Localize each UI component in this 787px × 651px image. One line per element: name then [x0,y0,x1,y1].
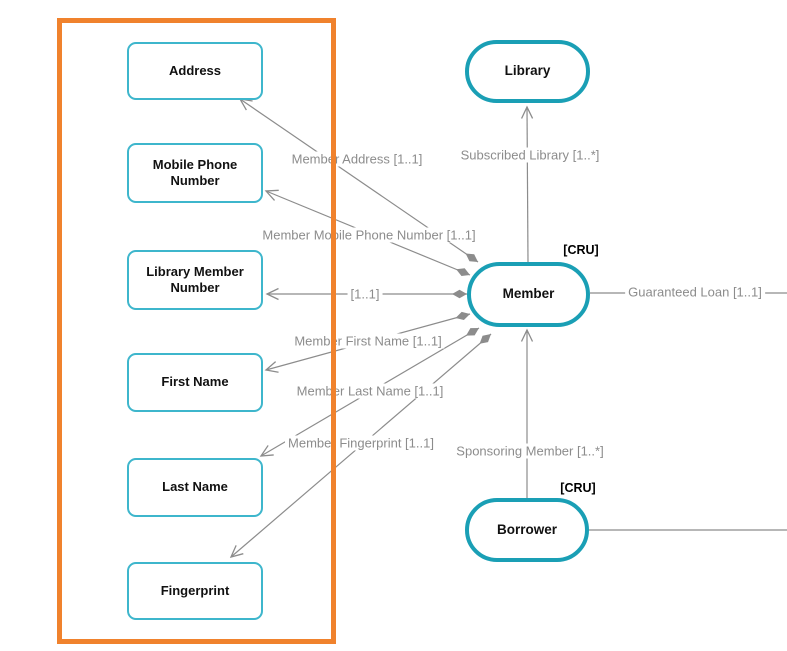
entity-label: Borrower [496,521,557,537]
edge-label-sponsoring-member[interactable]: Sponsoring Member [1..*] [453,443,607,459]
edge-label-member-last-name[interactable]: Member Last Name [1..1] [293,383,447,399]
attribute-node-address[interactable]: Address [127,42,263,100]
attribute-node-last-name[interactable]: Last Name [127,458,263,517]
entity-node-library[interactable]: Library [465,40,590,103]
attribute-label: Fingerprint [160,582,230,598]
edge-label-member-address[interactable]: Member Address [1..1] [288,151,426,167]
edge-label-subscribed-library[interactable]: Subscribed Library [1..*] [457,147,603,163]
attribute-label: Library Member Number [146,263,244,295]
edge-subscribed-library[interactable] [520,105,534,263]
attribute-label: First Name [161,374,229,390]
attribute-node-mobile-phone-number[interactable]: Mobile Phone Number [127,143,263,203]
entity-label: Member [502,286,555,302]
borrower-crud-badge: [CRU] [560,481,596,495]
edge-label-member-fingerprint[interactable]: Member Fingerprint [1..1] [285,435,437,451]
entity-node-borrower[interactable]: Borrower [465,498,589,562]
attribute-node-first-name[interactable]: First Name [127,353,263,412]
edge-label-guaranteed-loan[interactable]: Guaranteed Loan [1..1] [625,284,765,300]
attribute-label: Last Name [162,479,228,495]
attribute-label: Mobile Phone Number [152,156,238,188]
member-crud-badge: [CRU] [563,243,599,257]
entity-node-member[interactable]: Member [467,262,590,327]
attribute-label: Address [168,62,222,78]
entity-label: Library [504,63,551,79]
edge-label-member-mobile-phone-number[interactable]: Member Mobile Phone Number [1..1] [259,227,479,243]
attribute-node-library-member-number[interactable]: Library Member Number [127,250,263,310]
edge-label-member-first-name[interactable]: Member First Name [1..1] [291,333,445,349]
edge-label-member-library-member-number[interactable]: [1..1] [347,286,383,302]
attribute-node-fingerprint[interactable]: Fingerprint [127,562,263,620]
